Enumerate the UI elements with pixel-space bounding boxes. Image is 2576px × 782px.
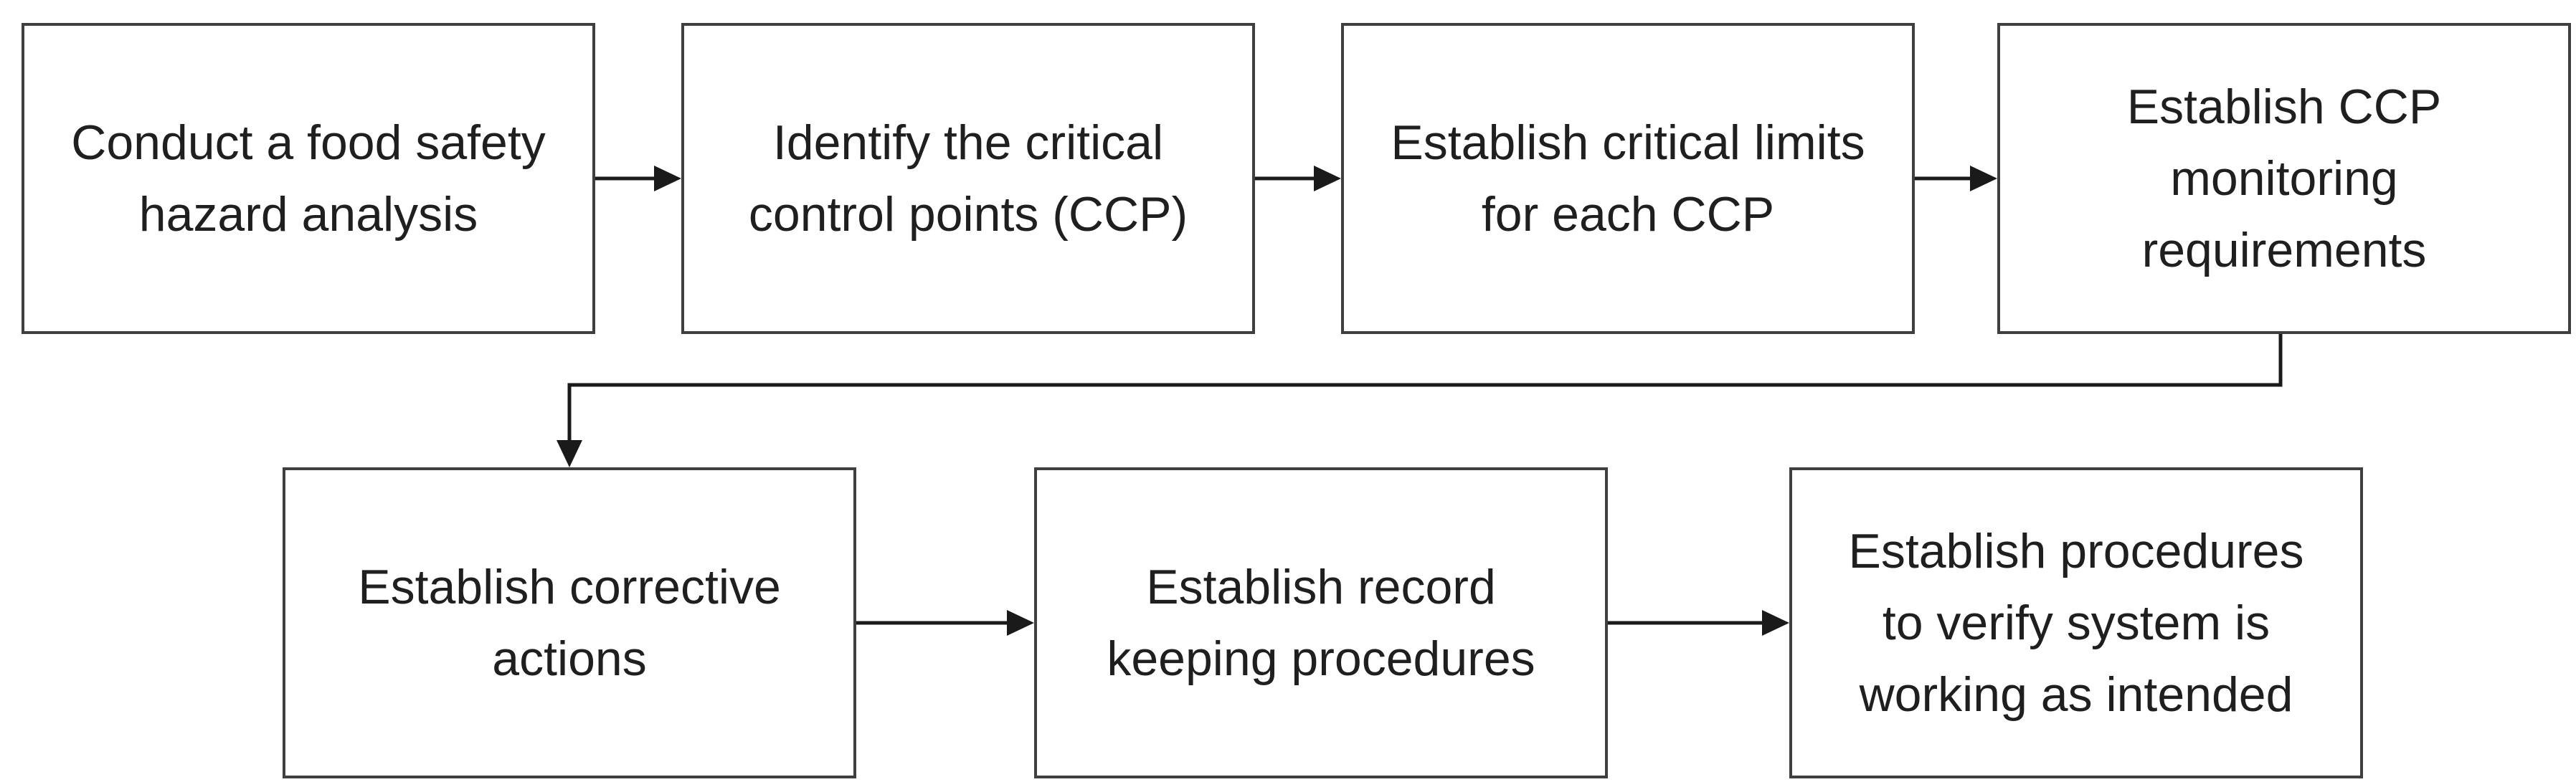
- arrow-step6-to-step7: [1608, 610, 1789, 636]
- flow-step-label-3: Establish critical limits for each CCP: [1391, 115, 1865, 242]
- flow-step-label-5: Establish corrective actions: [358, 560, 781, 686]
- flow-step-label-6: Establish record keeping procedures: [1107, 560, 1535, 686]
- arrowhead-icon: [1762, 610, 1789, 636]
- flow-step-box-1: Conduct a food safety hazard analysis: [22, 23, 595, 334]
- flow-step-box-6: Establish record keeping procedures: [1034, 467, 1608, 778]
- arrowhead-icon: [1970, 166, 1997, 191]
- arrow-step5-to-step6: [856, 610, 1034, 636]
- flow-step-box-7: Establish procedures to verify system is…: [1789, 467, 2363, 778]
- arrowhead-icon: [654, 166, 681, 191]
- elbow-arrow-step4-to-step5: [557, 334, 2283, 467]
- flow-step-box-4: Establish CCP monitoring requirements: [1997, 23, 2571, 334]
- arrowhead-icon: [557, 440, 582, 467]
- arrow-step2-to-step3: [1255, 166, 1341, 191]
- flow-step-label-1: Conduct a food safety hazard analysis: [71, 115, 546, 242]
- elbow-line: [567, 334, 2283, 442]
- flow-step-label-4: Establish CCP monitoring requirements: [2126, 80, 2442, 277]
- arrowhead-icon: [1007, 610, 1034, 636]
- flow-step-label-7: Establish procedures to verify system is…: [1848, 524, 2304, 722]
- flow-step-box-3: Establish critical limits for each CCP: [1341, 23, 1915, 334]
- flow-step-box-2: Identify the critical control points (CC…: [681, 23, 1255, 334]
- arrow-step1-to-step2: [595, 166, 681, 191]
- arrowhead-icon: [1314, 166, 1341, 191]
- flow-step-box-5: Establish corrective actions: [283, 467, 856, 778]
- arrow-step3-to-step4: [1915, 166, 1997, 191]
- flow-step-label-2: Identify the critical control points (CC…: [748, 115, 1188, 242]
